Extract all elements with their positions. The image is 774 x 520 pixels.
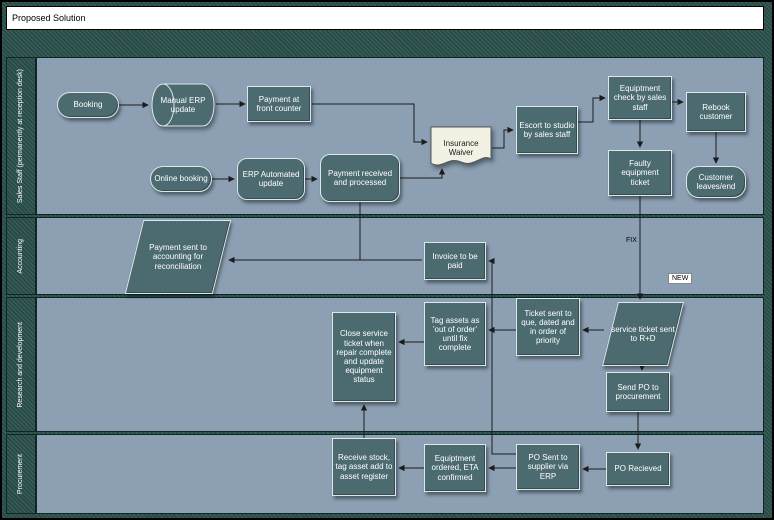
node-equipment-check[interactable]: Equiptment check by sales staff (608, 76, 672, 120)
node-label: Manual ERP update (160, 95, 206, 114)
node-online-booking[interactable]: Online booking (150, 166, 212, 192)
node-po-received[interactable]: PO Recieved (606, 452, 670, 486)
node-label: Booking (73, 100, 103, 110)
connector-waiver-escort (492, 126, 514, 149)
connector-escort-check (578, 94, 606, 123)
node-customer-leaves[interactable]: Customer leaves/end (686, 166, 746, 198)
node-manual-erp-update[interactable]: Manual ERP update (150, 83, 216, 127)
node-close-ticket[interactable]: Close service ticket when repair complet… (332, 312, 396, 402)
node-payment-front-counter[interactable]: Payment at front counter (247, 86, 311, 122)
node-send-po[interactable]: Send PO to procurement (606, 372, 670, 412)
node-payment-received[interactable]: Payment received and processed (320, 154, 400, 202)
node-booking[interactable]: Booking (57, 92, 119, 118)
node-escort-studio[interactable]: Escort to studio by sales staff (516, 106, 578, 154)
lane-label-rnd: Research and development (6, 297, 36, 432)
node-service-ticket-rd[interactable]: service ticket sent to R+D (606, 302, 680, 366)
node-label: Send PO to procurement (615, 382, 661, 401)
page-title: Proposed Solution (12, 13, 86, 23)
node-ticket-queue[interactable]: Ticket sent to que, dated and in order o… (516, 298, 580, 356)
lane-label-accounting: Accounting (6, 217, 36, 295)
node-label: Receive stock, tag asset add to asset re… (335, 453, 393, 481)
node-label: Escort to studio by sales staff (519, 120, 575, 139)
connector-frontcounter-waiver (312, 103, 428, 146)
label-new: NEW (668, 273, 693, 284)
node-tag-assets[interactable]: Tag assets as 'out of order' until fix c… (424, 302, 486, 366)
node-label: Customer leaves/end (696, 172, 736, 191)
node-label: Payment received and processed (327, 168, 393, 187)
node-label: Tag assets as 'out of order' until fix c… (430, 315, 480, 353)
node-payment-accounting[interactable]: Payment sent to accounting for reconcili… (130, 220, 226, 294)
title-band: Proposed Solution (6, 6, 764, 30)
node-label: Ticket sent to que, dated and in order o… (521, 308, 575, 346)
node-invoice-paid[interactable]: Invoice to be paid (424, 242, 486, 280)
node-label: Close service ticket when repair complet… (336, 329, 392, 385)
node-label: Faulty equipment ticket (621, 159, 659, 187)
document-shape (430, 126, 492, 166)
node-label: PO Recieved (614, 464, 662, 474)
stored-data-shape (151, 83, 215, 127)
label-fix: FIX (626, 237, 637, 244)
node-receive-stock[interactable]: Receive stock, tag asset add to asset re… (332, 438, 396, 496)
node-label: Online booking (154, 174, 208, 184)
node-po-supplier[interactable]: PO Sent to supplier via ERP (516, 444, 580, 490)
node-label: PO Sent to supplier via ERP (527, 453, 569, 481)
lane-label-procurement: Procurement (6, 434, 36, 514)
node-rebook-customer[interactable]: Rebook customer (686, 92, 746, 132)
node-equipment-ordered[interactable]: Equiptment ordered, ETA confirmed (424, 444, 486, 492)
node-label: Payment at front counter (256, 94, 302, 113)
node-faulty-ticket[interactable]: Faulty equipment ticket (608, 150, 672, 196)
node-label: Equiptment ordered, ETA confirmed (431, 454, 479, 482)
node-label: Payment sent to accounting for reconcili… (149, 243, 207, 271)
lane-label-sales-staff: Sales Staff (permanently at reception de… (6, 57, 36, 215)
connector-payrec-waiver (400, 168, 446, 179)
node-erp-automated-update[interactable]: ERP Automated update (237, 158, 305, 200)
node-label: Equiptment check by sales staff (613, 84, 667, 112)
connector-posupplier-invoice (488, 257, 516, 455)
node-label: ERP Automated update (242, 169, 300, 188)
node-insurance-waiver[interactable]: Insurance Waiver (430, 126, 492, 170)
node-label: Rebook customer (699, 102, 733, 121)
node-label: Insurance Waiver (443, 138, 479, 157)
node-label: Invoice to be paid (432, 251, 478, 270)
node-label: service ticket sent to R+D (611, 324, 675, 343)
